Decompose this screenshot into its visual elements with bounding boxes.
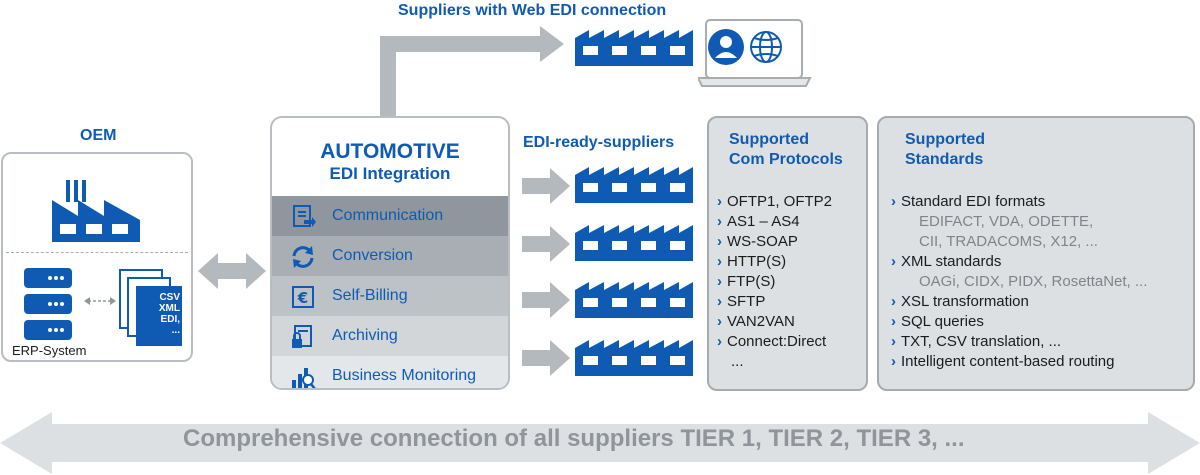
chevron-right-icon: › bbox=[717, 213, 722, 230]
up-right-arrow bbox=[380, 26, 564, 116]
row-business-monitoring: Business Monitoring bbox=[272, 356, 508, 388]
monitoring-chart-icon bbox=[292, 368, 316, 388]
chevron-right-icon: › bbox=[717, 253, 722, 270]
web-edi-title: Suppliers with Web EDI connection bbox=[398, 2, 667, 19]
standards-title-line2: Standards bbox=[905, 151, 984, 168]
supplier-arrow-3 bbox=[522, 282, 570, 318]
row-self-billing: € Self-Billing bbox=[272, 276, 508, 316]
list-item: ›Connect:Direct bbox=[717, 333, 827, 350]
chevron-right-icon: › bbox=[717, 333, 722, 350]
protocols-title: Supported Com Protocols bbox=[729, 130, 843, 170]
conversion-icon bbox=[292, 246, 314, 268]
supplier-factory-icon-2 bbox=[575, 225, 693, 261]
supplier-arrow-4 bbox=[522, 340, 570, 376]
row-label-communication: Communication bbox=[332, 207, 444, 224]
chevron-right-icon: › bbox=[891, 253, 896, 270]
chevron-right-icon: › bbox=[717, 273, 722, 290]
archive-lock-icon bbox=[292, 325, 312, 348]
protocols-title-line2: Com Protocols bbox=[729, 151, 843, 168]
chevron-right-icon: › bbox=[891, 293, 896, 310]
communication-icon bbox=[293, 205, 316, 227]
list-item: ›HTTP(S) bbox=[717, 253, 787, 270]
list-item: ›SQL queries bbox=[891, 313, 984, 330]
supplier-arrow-2 bbox=[522, 226, 570, 262]
center-title-line1: AUTOMOTIVE bbox=[320, 140, 460, 163]
doc-format-csv: CSV bbox=[159, 292, 180, 303]
standards-sub-edi-2: CII, TRADACOMS, X12, ... bbox=[919, 233, 1098, 250]
list-item: ›FTP(S) bbox=[717, 273, 776, 290]
list-item: ›WS-SOAP bbox=[717, 233, 798, 250]
row-label-business-monitoring: Business Monitoring bbox=[332, 367, 477, 384]
chevron-right-icon: › bbox=[891, 333, 896, 350]
standards-title: Supported Standards bbox=[905, 130, 985, 170]
chevron-right-icon: › bbox=[891, 193, 896, 210]
standards-box: Supported Standards ›Standard EDI format… bbox=[877, 116, 1195, 391]
bidirectional-arrow bbox=[198, 253, 266, 289]
chevron-right-icon: › bbox=[717, 293, 722, 310]
standards-title-line1: Supported bbox=[905, 131, 985, 148]
row-label-self-billing: Self-Billing bbox=[332, 287, 408, 304]
standards-sub-xml: OAGi, CIDX, PIDX, RosettaNet, ... bbox=[919, 273, 1148, 290]
chevron-right-icon: › bbox=[717, 233, 722, 250]
supplier-factory-icon-3 bbox=[575, 282, 693, 318]
automotive-edi-integration-box: AUTOMOTIVE EDI Integration Communication… bbox=[270, 116, 510, 390]
laptop-icon bbox=[698, 19, 812, 87]
doc-format-more: ... bbox=[171, 325, 180, 336]
erp-system-label: ERP-System bbox=[12, 343, 87, 358]
euro-icon: € bbox=[292, 286, 314, 308]
supplier-factory-icon-4 bbox=[575, 340, 693, 376]
list-item: ›TXT, CSV translation, ... bbox=[891, 333, 1062, 350]
edi-ready-title: EDI-ready-suppliers bbox=[523, 134, 675, 151]
svg-text:€: € bbox=[297, 289, 308, 307]
oem-title: OEM bbox=[80, 127, 117, 144]
list-item: ›Intelligent content-based routing bbox=[891, 353, 1115, 370]
supplier-factory-icon-1 bbox=[575, 167, 693, 203]
list-item: ›Standard EDI formats bbox=[891, 193, 1046, 210]
list-item: ›AS1 – AS4 bbox=[717, 213, 800, 230]
protocols-list: ›OFTP1, OFTP2 ›AS1 – AS4 ›WS-SOAP ›HTTP(… bbox=[717, 192, 832, 372]
row-conversion: Conversion bbox=[272, 236, 508, 276]
tier-banner-arrow bbox=[0, 412, 1200, 474]
oem-divider bbox=[6, 252, 188, 253]
server-stack-icon bbox=[24, 268, 72, 340]
doc-format-xml: XML bbox=[158, 303, 180, 314]
list-item: ›XML standards bbox=[891, 253, 1002, 270]
chevron-right-icon: › bbox=[891, 313, 896, 330]
row-label-archiving: Archiving bbox=[332, 327, 398, 344]
list-item: ›SFTP bbox=[717, 293, 766, 310]
protocols-more: ... bbox=[731, 353, 744, 370]
center-title-line2: EDI Integration bbox=[329, 164, 451, 183]
chevron-right-icon: › bbox=[891, 353, 896, 370]
oem-factory-icon bbox=[52, 180, 140, 242]
protocols-box: Supported Com Protocols ›OFTP1, OFTP2 ›A… bbox=[707, 116, 868, 391]
row-archiving: Archiving bbox=[272, 316, 508, 356]
supplier-arrow-1 bbox=[522, 168, 570, 204]
document-formats: CSV XML EDI, ... bbox=[140, 292, 180, 336]
list-item: ›VAN2VAN bbox=[717, 313, 795, 330]
web-edi-supplier-factory-icon bbox=[575, 30, 693, 66]
doc-format-edi: EDI, bbox=[160, 314, 180, 325]
standards-sub-edi-1: EDIFACT, VDA, ODETTE, bbox=[919, 213, 1094, 230]
protocols-title-line1: Supported bbox=[729, 131, 809, 148]
list-item: ›XSL transformation bbox=[891, 293, 1029, 310]
documents-icon bbox=[119, 269, 182, 346]
chevron-right-icon: › bbox=[717, 193, 722, 210]
data-exchange-icon bbox=[84, 297, 116, 305]
row-communication: Communication bbox=[272, 196, 508, 236]
chevron-right-icon: › bbox=[717, 313, 722, 330]
standards-list: ›Standard EDI formats EDIFACT, VDA, ODET… bbox=[891, 192, 1147, 372]
list-item: ›OFTP1, OFTP2 bbox=[717, 193, 833, 210]
row-label-conversion: Conversion bbox=[332, 247, 413, 264]
tier-banner-text: Comprehensive connection of all supplier… bbox=[183, 425, 965, 452]
